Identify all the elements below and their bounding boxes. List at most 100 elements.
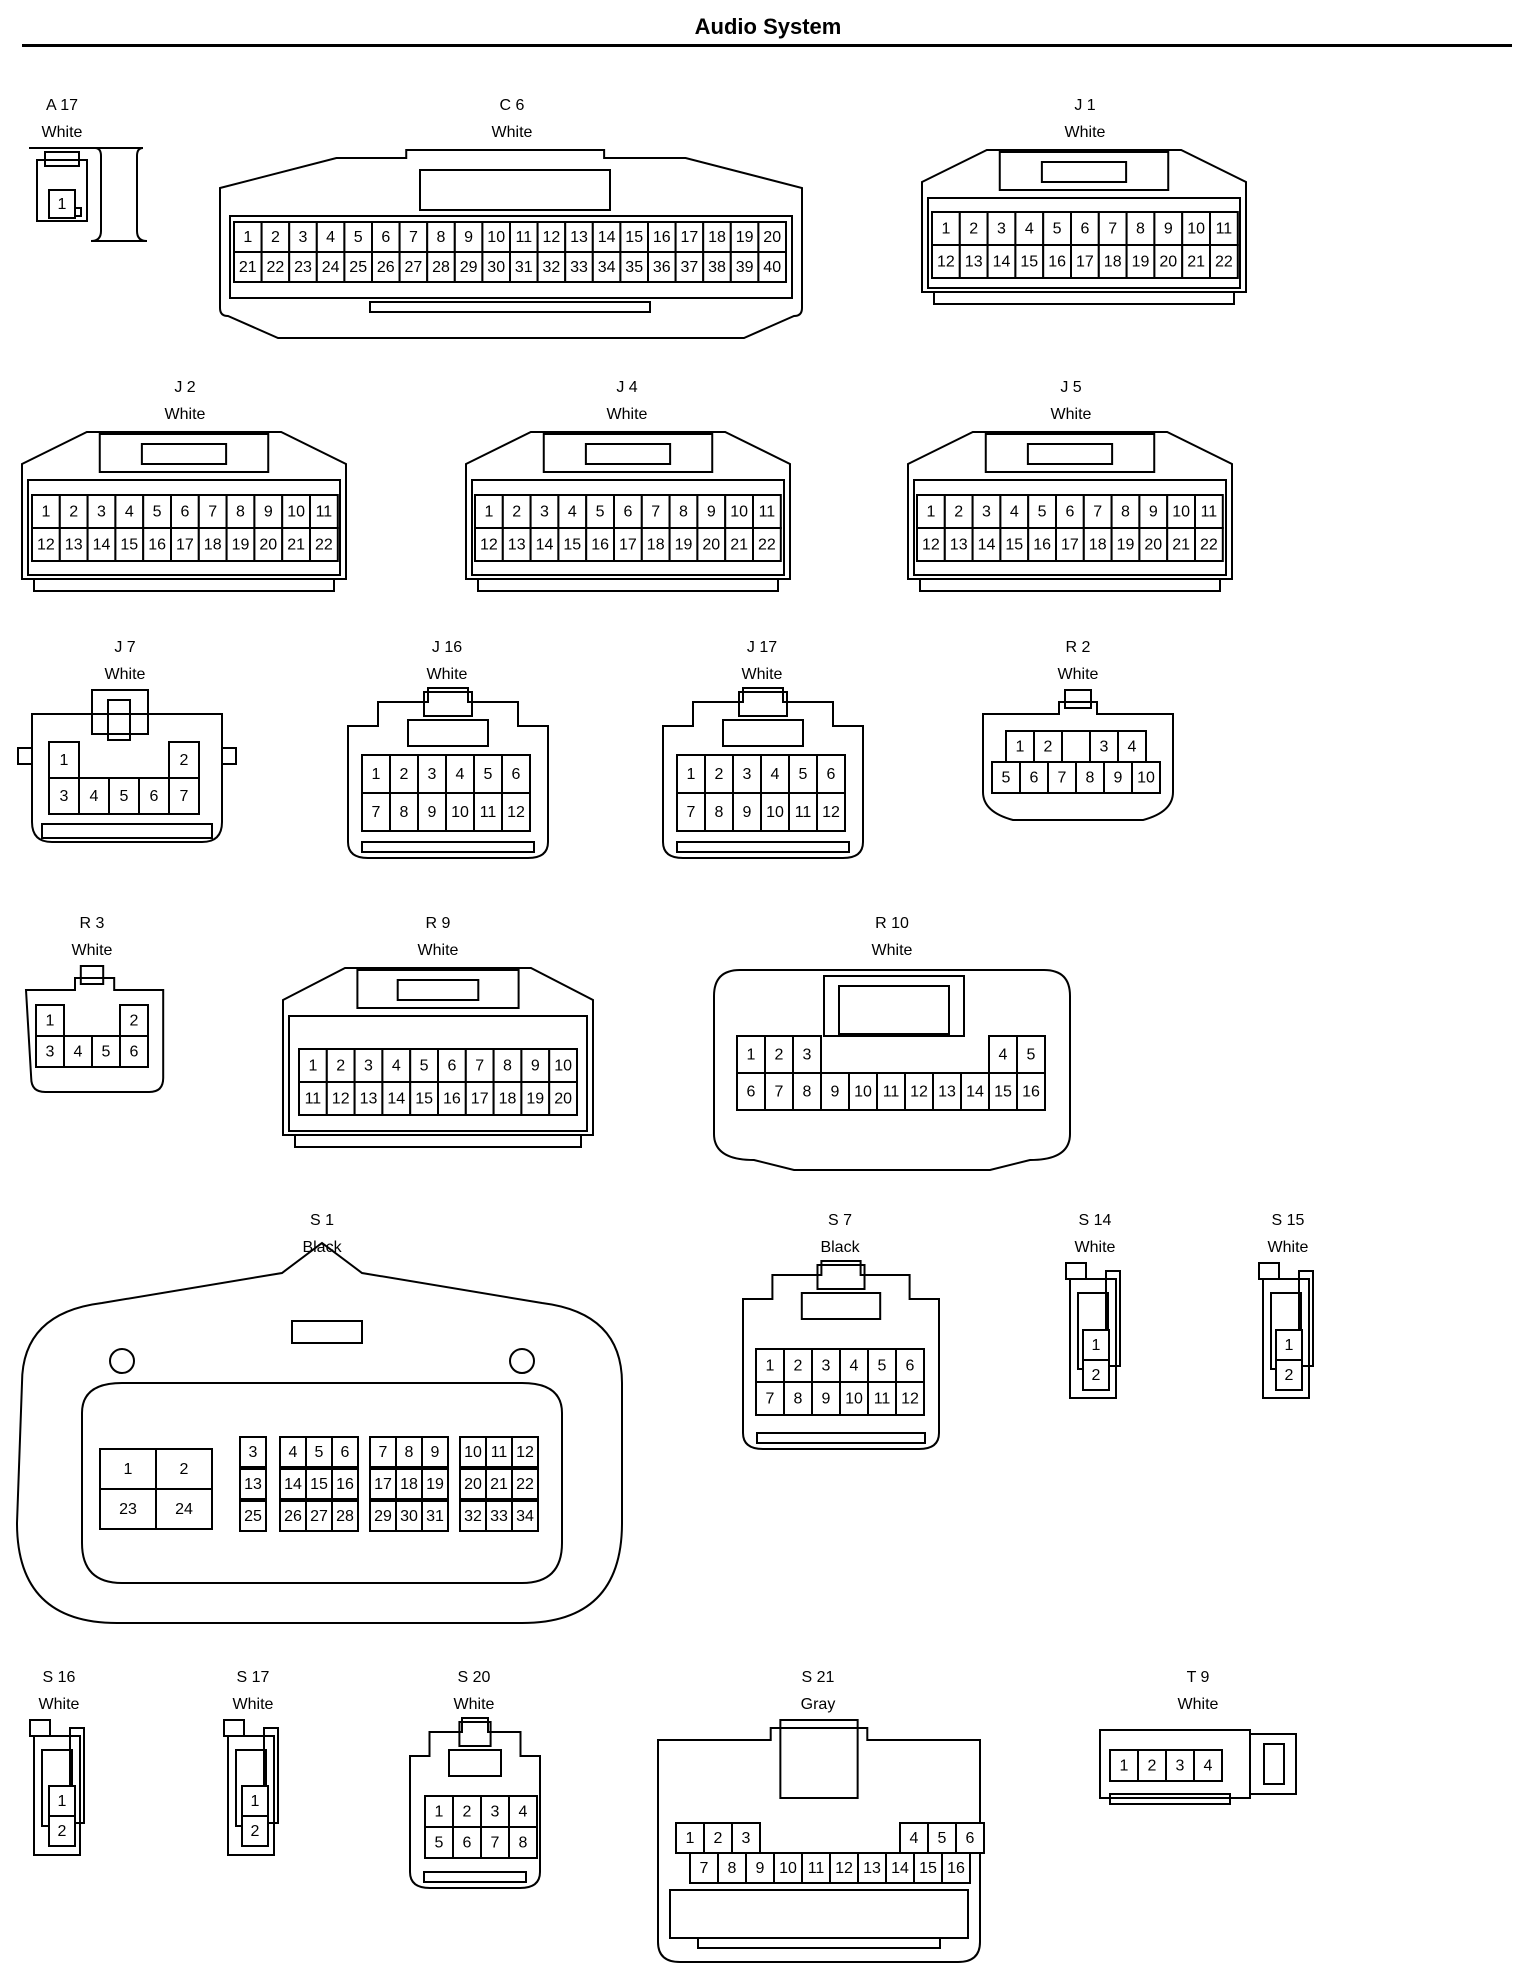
pin-cell [820, 1072, 850, 1111]
pin-number: 7 [766, 1391, 775, 1408]
pin-number: 16 [336, 1476, 354, 1493]
pin-cell [529, 527, 560, 562]
pin-number: 9 [531, 1058, 540, 1075]
pin-number: 9 [1164, 221, 1173, 238]
pin-number: 17 [1061, 537, 1079, 554]
pin-cell [453, 251, 484, 283]
pin-number: 3 [1176, 1758, 1185, 1775]
housing-part [998, 151, 1170, 191]
connector-code: S 17 [237, 1669, 270, 1686]
pin-cell [305, 1500, 333, 1532]
pin-cell [668, 527, 699, 562]
connector-code: R 2 [1066, 639, 1091, 656]
pin-number: 15 [120, 537, 138, 554]
page-title: Audio System [694, 14, 842, 39]
pin-number: 1 [941, 221, 950, 238]
housing-part [369, 301, 651, 313]
pin-cell [676, 754, 706, 794]
pin-number: 14 [993, 254, 1011, 271]
housing-part [933, 291, 1235, 305]
pin-cell [1194, 527, 1224, 562]
pin-number: 19 [736, 229, 754, 246]
housing-part [1249, 1733, 1297, 1795]
pin-cell [943, 494, 974, 529]
pin-number: 13 [950, 537, 968, 554]
pin-number: 16 [1022, 1084, 1040, 1101]
pin-number: 14 [284, 1476, 302, 1493]
pin-cell [773, 1852, 803, 1884]
housing-outline [219, 149, 803, 339]
pin-number: 33 [490, 1508, 508, 1525]
pin-cell [958, 244, 989, 279]
pin-number: 11 [759, 504, 776, 521]
pin-cell [353, 1048, 384, 1083]
connector-color: White [1268, 1239, 1309, 1256]
pin-number: 4 [1204, 1758, 1213, 1775]
pin-number: 23 [119, 1501, 137, 1518]
housing-part [263, 1727, 279, 1824]
pin-cell [233, 221, 263, 253]
pin-number: 16 [148, 537, 166, 554]
pin-cell [281, 494, 312, 529]
pin-number: 5 [120, 788, 129, 805]
pin-number: 16 [591, 537, 609, 554]
pin-number: 14 [93, 537, 111, 554]
pin-number: 4 [999, 1047, 1008, 1064]
connector-color: White [492, 124, 533, 141]
connector-code: S 1 [310, 1212, 334, 1229]
housing-part [697, 1937, 941, 1949]
pin-number: 12 [835, 1860, 853, 1877]
pin-cell [35, 1004, 65, 1037]
pin-number: 14 [387, 1091, 405, 1108]
pin-number: 1 [1016, 739, 1025, 756]
pin-number: 3 [428, 766, 437, 783]
pin-number: 3 [742, 1830, 751, 1847]
pin-number: 13 [65, 537, 83, 554]
pin-number: 2 [130, 1013, 139, 1030]
pin-cell [811, 1381, 841, 1416]
pin-cell [783, 1348, 813, 1383]
pin-number: 18 [1089, 537, 1107, 554]
pin-number: 12 [480, 537, 498, 554]
pin-number: 5 [1002, 770, 1011, 787]
connector-code: S 15 [1272, 1212, 1305, 1229]
pin-cell [508, 1826, 538, 1859]
pin-number: 3 [803, 1047, 812, 1064]
pin-number: 15 [919, 1860, 937, 1877]
pin-number: 8 [715, 804, 724, 821]
housing-part [17, 747, 33, 765]
pin-number: 26 [377, 259, 395, 276]
pin-cell [119, 1004, 149, 1037]
pin-cell [613, 527, 643, 562]
pin-cell [1082, 1329, 1110, 1361]
pin-cell [932, 1072, 962, 1111]
housing-part [1262, 1278, 1310, 1399]
pin-number: 21 [239, 259, 257, 276]
housing-part [1026, 443, 1114, 465]
pin-number: 9 [428, 804, 437, 821]
housing-part [1065, 1262, 1087, 1280]
housing-outline [982, 701, 1174, 821]
housing-part [396, 979, 480, 1001]
pin-cell [1137, 1749, 1167, 1782]
connector-color: White [233, 1696, 274, 1713]
pin-number: 6 [512, 766, 521, 783]
pin-number: 1 [686, 1830, 695, 1847]
pin-cell [895, 1381, 925, 1416]
pin-number: 9 [431, 1444, 440, 1461]
housing-part [91, 689, 149, 735]
pin-cell [958, 211, 989, 246]
pin-number: 1 [1120, 1758, 1129, 1775]
housing-outline [21, 431, 347, 580]
connector-code: A 17 [46, 97, 78, 114]
housing-outline [15, 1241, 623, 1624]
pin-number: 5 [153, 504, 162, 521]
connector-color: White [454, 1696, 495, 1713]
pin-cell [557, 494, 588, 529]
pin-cell [955, 1822, 985, 1854]
pin-cell [1275, 1359, 1303, 1391]
